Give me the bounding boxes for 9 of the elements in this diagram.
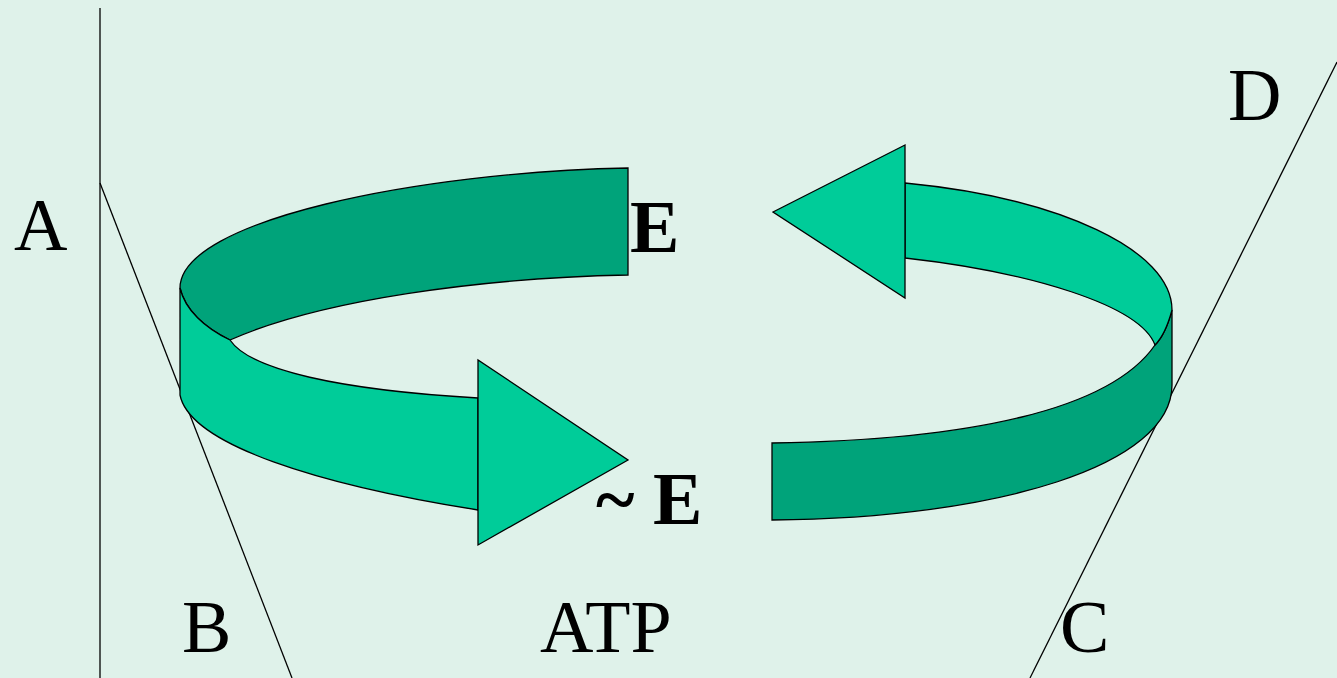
line-label: B — [182, 590, 232, 664]
line-label: D — [1228, 58, 1282, 132]
curved-arrow — [179, 167, 630, 547]
curved-arrow — [771, 143, 1173, 521]
line-label: C — [1060, 590, 1110, 664]
state-label: E — [630, 190, 680, 264]
line-label: A — [14, 188, 68, 262]
line-label: ATP — [540, 590, 672, 664]
state-label: ~ E — [596, 462, 703, 536]
